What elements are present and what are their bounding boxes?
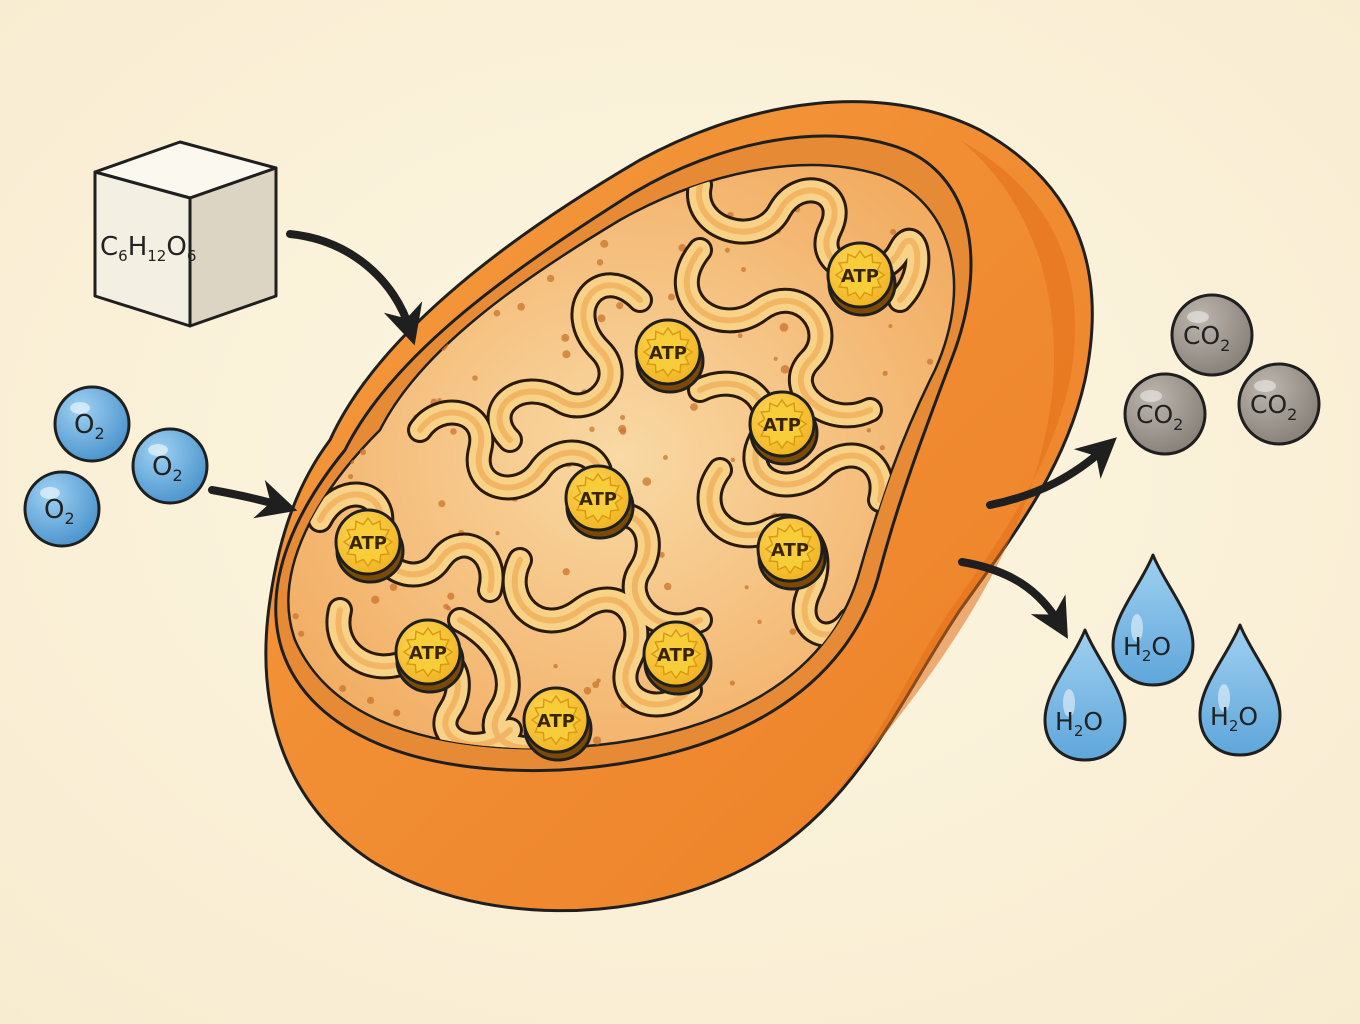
atp-coin-icon: ATP xyxy=(564,464,635,540)
atp-label: ATP xyxy=(771,540,809,561)
water-label: H2O xyxy=(1210,702,1258,735)
atp-coin-icon: ATP xyxy=(634,318,705,394)
glucose-cube-icon: C6H12O6 xyxy=(93,140,278,328)
atp-label: ATP xyxy=(537,711,575,732)
oxygen-label: O2 xyxy=(152,452,183,485)
mitochondrion: ATP ATP ATP ATP ATP ATP ATP ATP ATP xyxy=(264,100,1094,913)
oxygen-molecule-icon: O2 xyxy=(131,427,209,505)
oxygen-molecule-icon: O2 xyxy=(53,385,131,463)
water-droplet-icon: H2O xyxy=(1198,623,1282,757)
atp-coin-icon: ATP xyxy=(522,686,593,762)
atp-coin-icon: ATP xyxy=(642,620,713,696)
atp-coin-icon: ATP xyxy=(826,241,897,317)
oxygen-label: O2 xyxy=(44,495,75,528)
atp-label: ATP xyxy=(763,415,801,436)
arrow-icon xyxy=(286,230,423,346)
atp-coin-icon: ATP xyxy=(748,390,819,466)
glucose-formula: C6H12O6 xyxy=(100,232,196,265)
carbon-dioxide-molecule-icon: CO2 xyxy=(1170,293,1254,377)
atp-label: ATP xyxy=(579,489,617,510)
arrow-icon xyxy=(986,437,1117,509)
atp-label: ATP xyxy=(841,266,879,287)
atp-label: ATP xyxy=(349,533,387,554)
atp-label: ATP xyxy=(649,343,687,364)
arrow-icon xyxy=(958,558,1068,639)
atp-label: ATP xyxy=(409,643,447,664)
oxygen-label: O2 xyxy=(74,410,105,443)
carbon-dioxide-label: CO2 xyxy=(1250,390,1297,424)
carbon-dioxide-label: CO2 xyxy=(1183,321,1230,355)
atp-coin-icon: ATP xyxy=(756,515,827,591)
water-label: H2O xyxy=(1123,632,1171,665)
water-droplets: H2O H2O H2O xyxy=(1043,553,1282,762)
carbon-dioxide-label: CO2 xyxy=(1136,400,1183,434)
atp-coin-icon: ATP xyxy=(394,618,465,694)
water-label: H2O xyxy=(1055,707,1103,740)
atp-coin-icon: ATP xyxy=(334,508,405,584)
water-droplet-icon: H2O xyxy=(1111,553,1195,687)
arrow-icon xyxy=(208,479,298,519)
carbon-dioxide-molecule-icon: CO2 xyxy=(1123,372,1207,456)
water-droplet-icon: H2O xyxy=(1043,628,1127,762)
atp-label: ATP xyxy=(657,645,695,666)
atp-molecules: ATP ATP ATP ATP ATP ATP ATP ATP ATP xyxy=(334,241,897,762)
oxygen-molecule-icon: O2 xyxy=(23,470,101,548)
carbon-dioxide-molecule-icon: CO2 xyxy=(1237,362,1321,446)
